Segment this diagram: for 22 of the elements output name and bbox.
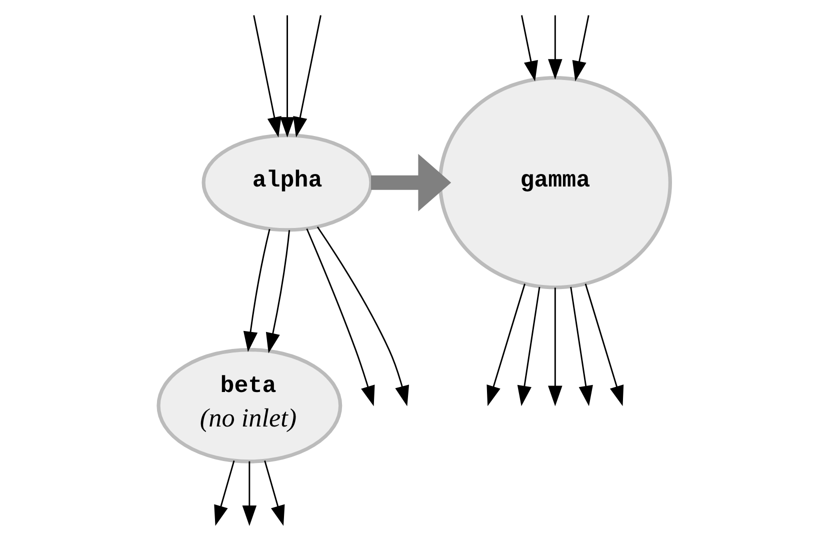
arrow	[570, 286, 593, 406]
arrow	[293, 15, 322, 138]
node-ellipse: alpha	[202, 133, 373, 232]
arrow	[486, 284, 526, 406]
arrow	[253, 15, 282, 138]
node-circle: gamma	[438, 76, 672, 290]
arrow	[242, 461, 257, 526]
arrow	[306, 228, 375, 406]
node-ellipse: beta (no inlet)	[156, 348, 342, 464]
arrow	[266, 230, 290, 354]
arrow	[264, 460, 285, 526]
arrow	[280, 15, 294, 138]
arrow	[520, 15, 538, 82]
arrow	[572, 15, 590, 82]
arrow	[316, 226, 410, 406]
arrow	[243, 228, 270, 352]
arrow	[548, 288, 562, 406]
arrow	[214, 460, 235, 526]
arrow	[548, 15, 562, 80]
arrow	[371, 154, 452, 212]
arrow	[517, 286, 540, 406]
arrow	[584, 284, 624, 406]
